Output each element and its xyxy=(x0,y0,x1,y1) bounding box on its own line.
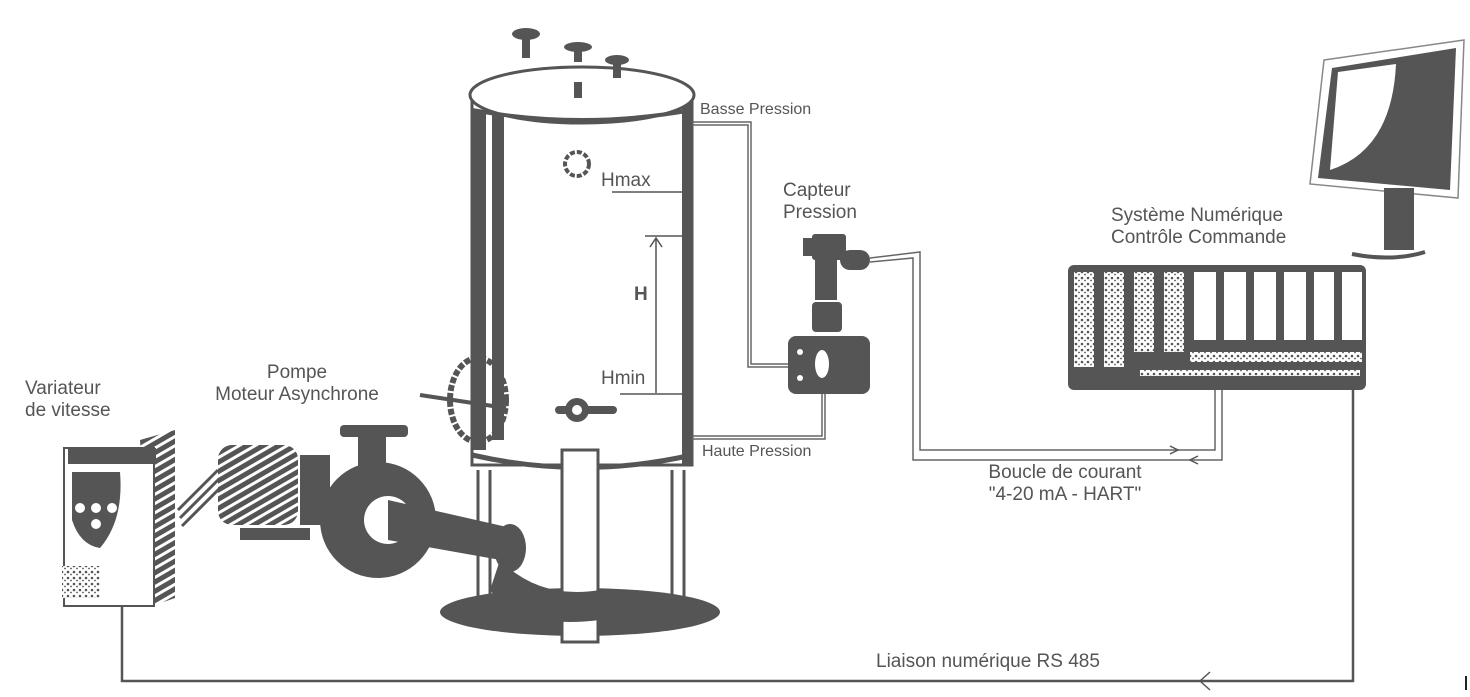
pressure-sensor-label-line1: Capteur xyxy=(783,180,851,201)
current-loop-label-line1: Boucle de courant xyxy=(988,462,1142,483)
tank-nozzles xyxy=(512,28,629,98)
tank-side-flange xyxy=(447,355,509,445)
current-loop-label-line2: "4-20 mA - HART" xyxy=(988,483,1142,505)
current-loop-label: Boucle de courant "4-20 mA - HART" xyxy=(960,462,1170,506)
tank-right-edge xyxy=(682,100,692,465)
variable-speed-drive xyxy=(62,430,175,607)
pump-label-line2: Moteur Asynchrone xyxy=(215,383,379,405)
drive-label-line2: de vitesse xyxy=(25,399,111,421)
tank-left-shade-2 xyxy=(492,110,504,440)
rack-modules xyxy=(1074,272,1362,376)
low-pressure-label: Basse Pression xyxy=(700,101,812,118)
hmax-label: Hmax xyxy=(601,170,651,191)
pressure-sensor-label-line2: Pression xyxy=(783,201,857,223)
tank-valve xyxy=(555,398,617,422)
tank-manhole xyxy=(563,150,591,178)
impulse-lines xyxy=(692,121,826,440)
control-system-label-line2: Contrôle Commande xyxy=(1111,226,1287,248)
control-system-label-line1: Système Numérique xyxy=(1111,205,1284,226)
flange-bar xyxy=(419,393,507,410)
tank-left-shade xyxy=(472,110,486,450)
pressure-sensor xyxy=(788,234,870,394)
pump-motor xyxy=(218,425,600,622)
control-rack xyxy=(1068,265,1366,390)
high-pressure-label: Haute Pression xyxy=(702,443,812,460)
drive-label: Variateur de vitesse xyxy=(25,378,111,422)
control-system-label: Système Numérique Contrôle Commande xyxy=(1111,205,1286,249)
monitor xyxy=(1309,39,1465,260)
current-loop xyxy=(869,251,1223,465)
height-label: H xyxy=(634,284,648,305)
rs485-link xyxy=(120,385,1355,691)
rs485-label: Liaison numérique RS 485 xyxy=(876,651,1100,672)
hmin-label: Hmin xyxy=(601,368,646,389)
tank-top-rim xyxy=(471,108,693,122)
pump-label: Pompe Moteur Asynchrone xyxy=(196,362,398,406)
motor-cable xyxy=(176,468,224,528)
pressure-sensor-label: Capteur Pression xyxy=(783,180,857,224)
pump-label-line1: Pompe xyxy=(266,362,328,383)
tank xyxy=(419,28,720,644)
level-markers xyxy=(612,191,684,395)
drive-label-line1: Variateur xyxy=(25,378,101,399)
